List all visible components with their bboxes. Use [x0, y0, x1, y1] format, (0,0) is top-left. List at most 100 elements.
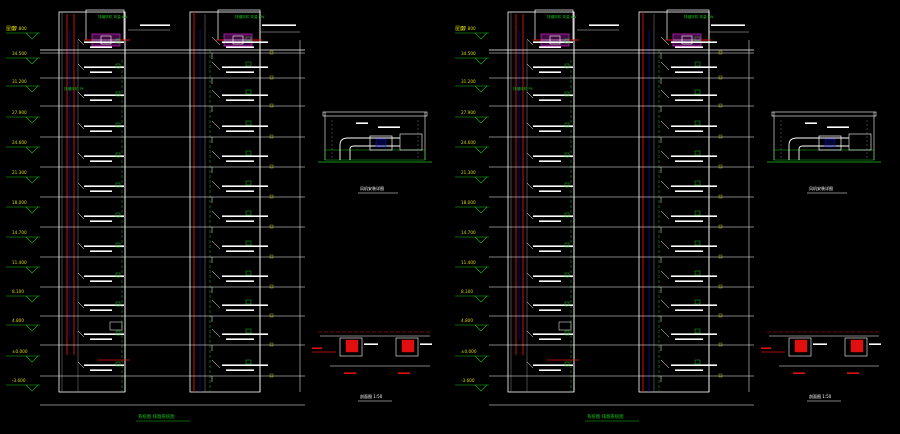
detail-slab: [322, 111, 428, 117]
marker-yellow: [269, 313, 274, 318]
branch-note-right: [671, 41, 717, 43]
damper-left: [564, 63, 570, 69]
branch-note-left-2: [539, 280, 561, 282]
floor-level-marker: 37.800: [6, 26, 40, 40]
branch-note-left-2: [90, 99, 112, 101]
annotation-text-stroke: [356, 122, 368, 124]
annotation-text-stroke: [222, 245, 268, 247]
floor-level-label: 8.100: [461, 289, 473, 294]
branch-note-right: [671, 94, 717, 96]
branch-leader: [526, 361, 534, 369]
floor-level-label: -3.600: [12, 378, 26, 383]
branch-note-right-2: [226, 99, 254, 101]
floor-row: [489, 89, 754, 112]
annotation-text-stroke: [226, 250, 254, 252]
branch-leader: [660, 328, 670, 338]
level-triangle: [474, 266, 488, 274]
floor-level-label: ±0.000: [12, 349, 28, 354]
level-triangle: [474, 116, 488, 124]
level-triangle: [25, 384, 39, 392]
damper-right: [694, 359, 701, 365]
floor-row: [40, 270, 305, 293]
annotation-text-stroke: [222, 333, 268, 335]
damper-left: [564, 91, 570, 97]
annotation-text-stroke: [90, 338, 112, 340]
floor-row: [489, 36, 754, 59]
annotation-text-stroke: [671, 185, 717, 187]
floor-row: [40, 299, 305, 322]
annotation-text-stroke: [226, 99, 254, 101]
damper-right: [694, 270, 701, 276]
branch-note-right-2: [675, 99, 703, 101]
branch-note-right: [222, 364, 268, 366]
annotation-text-stroke: [84, 94, 124, 96]
level-triangle: [474, 236, 488, 244]
branch-note-right-2: [675, 190, 703, 192]
annotation-text-stroke: [84, 304, 124, 306]
branch-leader: [660, 120, 670, 130]
section-red-note: [312, 347, 322, 349]
annotation-text-stroke: [90, 160, 112, 162]
annotation-text-stroke: [222, 275, 268, 277]
floor-row: [40, 150, 305, 173]
floor-row: [489, 61, 754, 84]
damper-right: [694, 210, 701, 216]
floor-row: [40, 240, 305, 263]
annotation-text-stroke: [222, 304, 268, 306]
damper-left: [564, 182, 570, 188]
annotation-text-stroke: [84, 185, 124, 187]
branch-note-left-2: [539, 130, 561, 132]
branch-note-right: [222, 66, 268, 68]
floor-level-label: 11.400: [12, 260, 27, 265]
level-triangle: [474, 206, 488, 214]
branch-note-right-2: [226, 250, 254, 252]
annotation-text-stroke: [761, 347, 771, 349]
riser-note: 排烟风机 PY: [513, 86, 534, 91]
branch-note-left: [533, 41, 573, 43]
annotation-text-stroke: [793, 372, 805, 374]
fan-note-right: 排烟风机 风量 kW: [235, 14, 265, 19]
damper-section-detail: 剖面图 1:50: [761, 331, 881, 402]
floor-level-marker: 8.100: [455, 289, 489, 303]
branch-leader: [660, 270, 670, 280]
annotation-text-stroke: [533, 155, 573, 157]
level-triangle: [25, 146, 39, 154]
branch-note-left-2: [90, 309, 112, 311]
roof-level-label: 屋面: [6, 26, 16, 32]
branch-leader: [660, 36, 670, 46]
branch-note-right-2: [226, 280, 254, 282]
floor-row: [489, 240, 754, 263]
marker-yellow: [718, 254, 723, 259]
annotation-text-stroke: [84, 275, 124, 277]
branch-note-right: [671, 155, 717, 157]
fan-motor: [549, 35, 561, 45]
branch-leader: [211, 61, 221, 71]
annotation-text-stroke: [539, 99, 561, 101]
fan-note-right: 排烟风机 风量 kW: [684, 14, 714, 19]
roof-housing-left: [534, 9, 574, 41]
level-triangle: [25, 324, 39, 332]
branch-leader: [77, 152, 85, 160]
roof-annotation-right: [711, 24, 745, 26]
annotation-text-stroke: [90, 190, 112, 192]
marker-yellow: [718, 342, 723, 347]
annotation-text-stroke: [226, 338, 254, 340]
annotation-text-stroke: [398, 372, 410, 374]
annotation-text-stroke: [226, 130, 254, 132]
floor-level-label: 21.300: [12, 170, 27, 175]
branch-note-left: [84, 155, 124, 157]
fan-note-left: 排烟风机 风量 kW: [547, 14, 577, 19]
sheet-left: 屋面37.80034.50031.20027.90024.60021.30018…: [6, 9, 432, 422]
damper-left: [564, 152, 570, 158]
annotation-text-stroke: [539, 190, 561, 192]
damper-left: [115, 272, 121, 278]
damper-right: [245, 328, 252, 334]
annotation-text-stroke: [589, 24, 619, 26]
section-mark-2: [398, 372, 410, 374]
annotation-text-stroke: [222, 94, 268, 96]
marker-yellow: [718, 313, 723, 318]
branch-leader: [77, 301, 85, 309]
branch-note-right-2: [226, 220, 254, 222]
branch-note-left-2: [539, 71, 561, 73]
